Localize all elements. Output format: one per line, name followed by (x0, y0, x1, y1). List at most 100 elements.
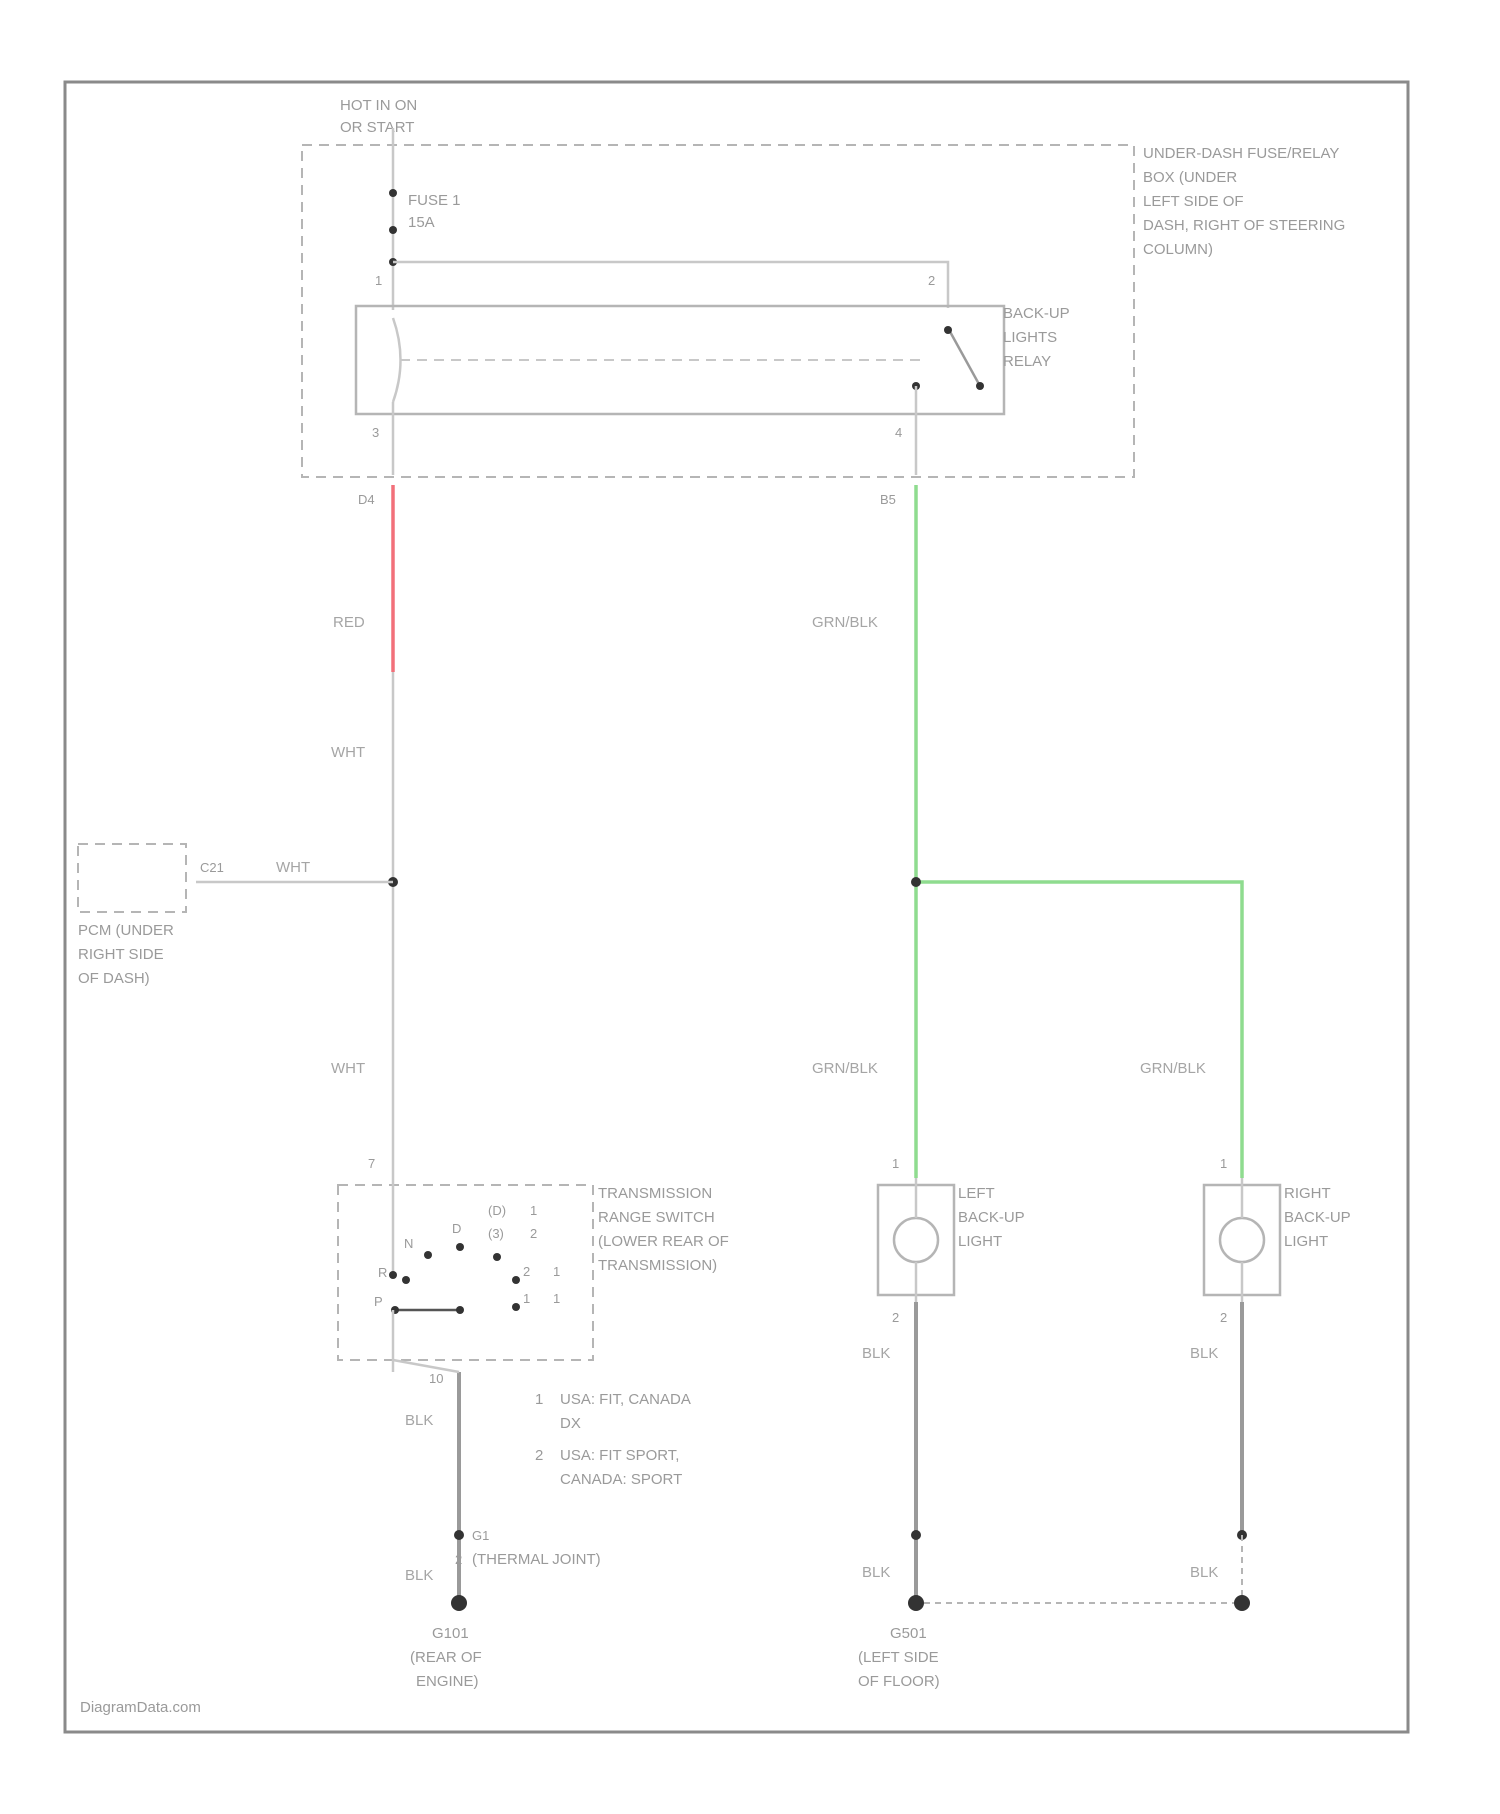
relay-pin-3: 3 (372, 425, 379, 440)
wire-label-blk-4: BLK (862, 1564, 890, 1581)
connector-g1: G1 (472, 1528, 489, 1543)
wire-label-wht-1: WHT (331, 744, 365, 761)
trs-note-1: 1 (530, 1203, 537, 1218)
trs-contact-r (402, 1276, 410, 1284)
note-1-line1: USA: FIT, CANADA (560, 1391, 691, 1408)
note-2-line1: USA: FIT SPORT, (560, 1447, 679, 1464)
ground-g501-label-2: (LEFT SIDE (858, 1649, 939, 1666)
pcm-label-1: PCM (UNDER (78, 922, 174, 939)
trs-label-4: TRANSMISSION) (598, 1257, 717, 1274)
wire-label-blk-2: BLK (405, 1567, 433, 1584)
wire-label-wht-3: WHT (331, 1060, 365, 1077)
trs-note-2: 2 (530, 1226, 537, 1241)
left-bulb-icon (894, 1218, 938, 1262)
note-1-num: 1 (535, 1391, 543, 1408)
fuse-name: FUSE 1 (408, 192, 461, 209)
thermal-joint-splice (454, 1530, 464, 1540)
trs-label-1: TRANSMISSION (598, 1185, 712, 1202)
power-label-1: HOT IN ON (340, 97, 417, 114)
power-label-2: OR START (340, 119, 414, 136)
splice-green (911, 877, 921, 887)
left-light-label-3: LIGHT (958, 1233, 1002, 1250)
connector-c21: C21 (200, 860, 224, 875)
trs-contact-3 (512, 1276, 520, 1284)
ground-g101-label-1: G101 (432, 1625, 469, 1642)
note-1-line2: DX (560, 1415, 581, 1432)
trs-contact-n (424, 1251, 432, 1259)
trs-note-4: 1 (553, 1291, 560, 1306)
trs-pos-1: 1 (523, 1291, 530, 1306)
fuse-box-label-2: BOX (UNDER (1143, 169, 1237, 186)
note-2-line2: CANADA: SPORT (560, 1471, 682, 1488)
wire-label-blk-1: BLK (405, 1412, 433, 1429)
ground-g501-icon (908, 1595, 924, 1611)
relay-switch-end (976, 382, 984, 390)
trs-label-3: (LOWER REAR OF (598, 1233, 729, 1250)
left-light-label-1: LEFT (958, 1185, 995, 1202)
left-light-pin-top: 1 (892, 1156, 899, 1171)
relay-switch-arm (948, 328, 980, 386)
ground-g101-icon (451, 1595, 467, 1611)
trs-pos-n: N (404, 1236, 413, 1251)
fuse-box-label-5: COLUMN) (1143, 241, 1213, 258)
pcm-label-2: RIGHT SIDE (78, 946, 164, 963)
relay-label-3: RELAY (1003, 353, 1051, 370)
right-light-label-3: LIGHT (1284, 1233, 1328, 1250)
right-light-pin-top: 1 (1220, 1156, 1227, 1171)
trs-pos-2: 2 (523, 1264, 530, 1279)
trs-note-3: 1 (553, 1264, 560, 1279)
trs-contact-d4 (493, 1253, 501, 1261)
wire-label-blk-6: BLK (1190, 1564, 1218, 1581)
trs-pin-in: 7 (368, 1156, 375, 1171)
fuse-terminal-bottom (389, 226, 397, 234)
right-light-pin-bottom: 2 (1220, 1310, 1227, 1325)
trs-pos-r: R (378, 1265, 387, 1280)
wire-label-grn-3: GRN/BLK (1140, 1060, 1206, 1077)
fuse-box-label-3: LEFT SIDE OF (1143, 193, 1244, 210)
fuse-box-label-4: DASH, RIGHT OF STEERING (1143, 217, 1345, 234)
diagram-frame (65, 82, 1408, 1732)
left-light-pin-bottom: 2 (892, 1310, 899, 1325)
fuse-terminal-top (389, 189, 397, 197)
trs-pos-3: (3) (488, 1226, 504, 1241)
fuse-box-label-1: UNDER-DASH FUSE/RELAY (1143, 145, 1339, 162)
right-bulb-icon (1220, 1218, 1264, 1262)
ground-g501-label-3: OF FLOOR) (858, 1673, 940, 1690)
trs-to-ground-link (393, 1360, 459, 1372)
wire-label-blk-3: BLK (862, 1345, 890, 1362)
wire-label-grn-1: GRN/BLK (812, 614, 878, 631)
relay-pin-2: 2 (928, 273, 935, 288)
right-light-label-1: RIGHT (1284, 1185, 1331, 1202)
wire-label-grn-2: GRN/BLK (812, 1060, 878, 1077)
trs-pos-p: P (374, 1294, 383, 1309)
ground-g101-label-3: ENGINE) (416, 1673, 479, 1690)
wire-label-blk-5: BLK (1190, 1345, 1218, 1362)
connector-d4: D4 (358, 492, 375, 507)
right-light-label-2: BACK-UP (1284, 1209, 1351, 1226)
watermark: DiagramData.com (80, 1699, 201, 1716)
green-wire-branch (916, 882, 1242, 1178)
right-ground-terminal-icon (1234, 1595, 1250, 1611)
relay-coil-feed-wire (393, 262, 948, 308)
trs-contact-d (456, 1243, 464, 1251)
left-light-label-2: BACK-UP (958, 1209, 1025, 1226)
fuse-rating: 15A (408, 214, 435, 231)
relay-coil (393, 318, 401, 402)
wire-label-wht-2: WHT (276, 859, 310, 876)
left-ground-splice (911, 1530, 921, 1540)
wire-label-red: RED (333, 614, 365, 631)
note-2-num: 2 (535, 1447, 543, 1464)
trs-pos-d-paren: (D) (488, 1203, 506, 1218)
relay-switch-pivot (944, 326, 952, 334)
connector-10: 10 (429, 1371, 443, 1386)
pcm-label-3: OF DASH) (78, 970, 150, 987)
relay-pin-4: 4 (895, 425, 902, 440)
ground-g501-label-1: G501 (890, 1625, 927, 1642)
relay-label-2: LIGHTS (1003, 329, 1057, 346)
trs-wiper-pivot (456, 1306, 464, 1314)
trs-label-2: RANGE SWITCH (598, 1209, 715, 1226)
relay-pin-1: 1 (375, 273, 382, 288)
trs-common-contact (389, 1271, 397, 1279)
relay-label-1: BACK-UP (1003, 305, 1070, 322)
